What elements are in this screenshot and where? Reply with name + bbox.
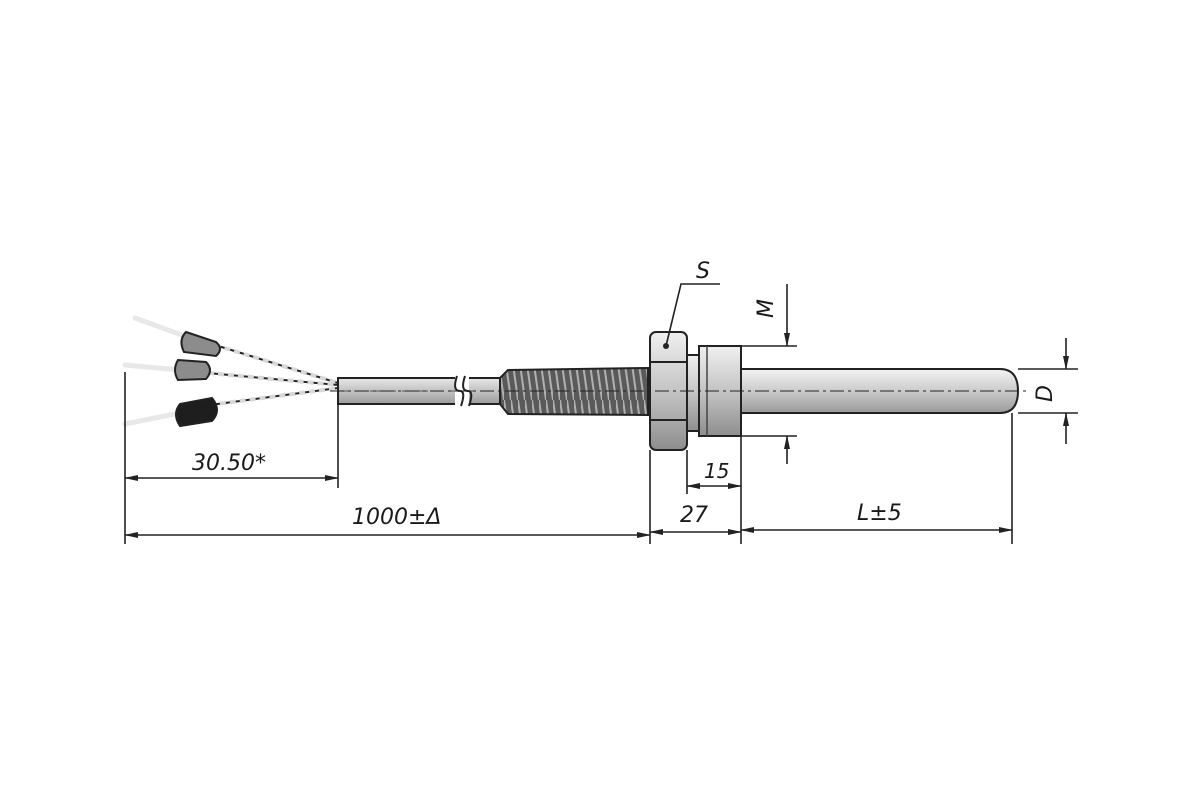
label-lead-length: 30.50* [192, 451, 266, 476]
extension-lines [124, 372, 1013, 544]
ferrule-top [180, 330, 221, 358]
dimension-probe-length: L±5 [740, 501, 1013, 533]
dimension-thread: M [741, 284, 797, 464]
label-probe-length: L±5 [857, 501, 902, 526]
label-thread-length: 15 [704, 459, 729, 483]
dimension-cable-length: 1000±Δ [124, 505, 651, 538]
label-cable-length: 1000±Δ [352, 505, 441, 530]
label-wrench-size: S [696, 259, 710, 284]
lead-wires [122, 315, 339, 428]
dimension-wrench-size: S [665, 259, 720, 347]
ferrule-middle [174, 358, 211, 382]
label-diameter: D [1033, 385, 1058, 402]
dimension-diameter: D [1018, 338, 1078, 444]
label-thread: M [754, 299, 779, 318]
dimension-lead-length: 30.50* [124, 451, 339, 481]
label-fitting-length: 27 [680, 503, 708, 528]
lead-wire-top [132, 315, 339, 385]
dimension-fitting-length: 27 [649, 503, 742, 535]
dimension-thread-length: 15 [686, 459, 742, 489]
ferrule-bottom [175, 396, 218, 428]
lead-wire-middle [122, 362, 339, 387]
lead-wire-bottom [122, 386, 339, 427]
